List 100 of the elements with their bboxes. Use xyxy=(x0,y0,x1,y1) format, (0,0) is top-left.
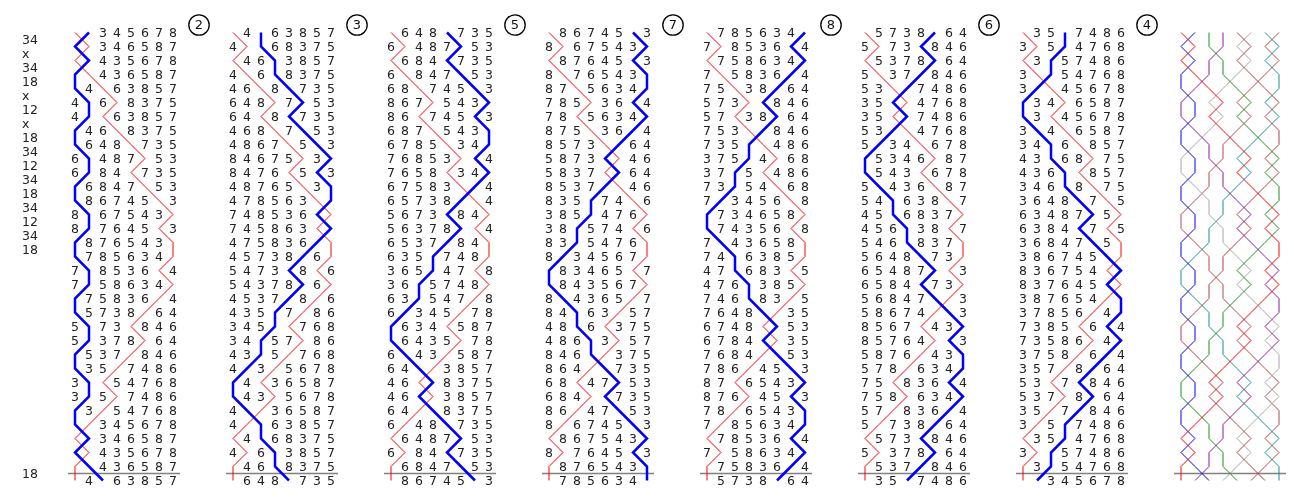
change-row-text: 4 5 3 7 8 6 xyxy=(228,292,336,304)
change-row-text: 3 8 5 4 7 6 xyxy=(544,208,638,220)
change-row-text: 7 6 8 5 3 4 xyxy=(386,152,494,164)
change-row-text: 6 8 4 7 5 3 xyxy=(84,180,178,192)
change-row-text: 6 7 8 5 3 4 xyxy=(386,138,480,150)
change-row-text: 7 5 3 8 6 4 xyxy=(702,82,810,94)
change-row-text: 3 5 4 7 6 8 xyxy=(70,376,178,388)
change-row-text: 8 3 4 6 5 7 xyxy=(558,264,652,276)
change-row-text: 8 4 3 6 5 7 xyxy=(544,292,652,304)
change-row-text: 8 3 4 5 6 7 xyxy=(544,250,638,262)
change-row-text: 4 6 3 8 5 7 xyxy=(228,446,336,458)
place-notation-label: 34 xyxy=(22,145,38,158)
change-row-text: 5 3 7 8 4 6 xyxy=(874,460,968,472)
change-row-text: 3 6 4 8 7 5 xyxy=(1018,194,1126,206)
change-row-text: 6 3 4 5 8 7 xyxy=(400,320,494,332)
change-row-text: 8 4 6 3 7 5 xyxy=(544,348,652,360)
change-row-text: 7 4 8 5 3 6 xyxy=(228,208,308,220)
change-row-text: 3 6 8 4 7 5 xyxy=(1018,236,1112,248)
change-row-text: 7 4 6 8 3 5 xyxy=(702,292,810,304)
change-row-text: 6 3 4 8 7 5 xyxy=(1018,208,1112,220)
change-row-text: 7 8 5 3 6 4 xyxy=(544,96,652,108)
change-row-text: 7 8 5 6 3 4 xyxy=(716,26,796,38)
change-row-text: 7 8 5 6 3 4 xyxy=(544,110,638,122)
change-row-text: 4 6 3 8 5 7 xyxy=(228,418,336,430)
change-row-text: 3 4 6 8 7 5 xyxy=(1018,180,1126,192)
change-row-text: 5 3 4 6 8 7 xyxy=(874,152,968,164)
change-row-text: 6 4 8 7 3 5 xyxy=(386,418,494,430)
change-row-text: 8 6 7 4 5 3 xyxy=(544,418,652,430)
change-row-text: 8 7 6 5 4 3 xyxy=(558,460,638,472)
place-notation-label: 34 xyxy=(22,229,38,242)
change-row-text: 6 4 8 7 3 5 xyxy=(228,110,336,122)
change-row-text: 4 7 6 3 8 5 xyxy=(702,278,796,290)
change-row-text: 4 3 5 6 7 8 xyxy=(228,362,336,374)
change-row-text: 6 8 4 7 5 3 xyxy=(400,460,494,472)
change-row-text: 8 3 5 7 4 6 xyxy=(544,194,652,206)
change-row-text: 3 8 6 7 4 5 xyxy=(1018,250,1098,262)
change-row-text: 5 4 7 3 8 6 xyxy=(228,264,336,276)
change-row-text: 6 7 4 8 5 3 xyxy=(702,320,810,332)
change-row-text: 7 6 5 8 3 4 xyxy=(386,166,480,178)
change-row-text: 7 8 6 4 5 3 xyxy=(702,362,810,374)
change-row-text: 7 3 5 4 8 6 xyxy=(702,138,810,150)
change-row-text: 5 4 3 7 8 6 xyxy=(228,278,322,290)
change-row-text: 7 8 6 5 4 3 xyxy=(702,404,796,416)
change-row-text: 8 7 6 5 4 3 xyxy=(702,376,796,388)
circled-number: 4 xyxy=(1136,14,1158,36)
change-row-text: 7 8 5 3 6 4 xyxy=(716,432,810,444)
change-row-text: 5 4 3 6 8 7 xyxy=(860,180,968,192)
change-row-text: 5 4 6 8 3 7 xyxy=(860,236,954,248)
change-row-text: 6 5 4 8 7 3 xyxy=(860,264,968,276)
change-row-text: 6 4 8 7 5 3 xyxy=(70,152,178,164)
change-row-text: 8 5 7 3 6 4 xyxy=(544,138,652,150)
change-row-text: 7 5 8 6 3 4 xyxy=(70,278,164,290)
change-row-text: 7 5 8 3 6 4 xyxy=(702,68,810,80)
change-row-text: 5 8 7 6 4 3 xyxy=(860,348,954,360)
change-row-text: 4 6 8 7 5 3 xyxy=(228,124,336,136)
change-row-text: 3 8 7 6 5 4 xyxy=(1018,292,1098,304)
change-row-text: 7 5 8 6 3 4 xyxy=(716,54,796,66)
circled-number: 2 xyxy=(188,14,210,36)
change-row-text: 7 8 5 6 3 4 xyxy=(702,418,796,430)
change-row-text: 4 6 8 3 7 5 xyxy=(84,124,178,136)
change-row-text: 5 3 7 8 4 6 xyxy=(84,348,178,360)
change-row-text: 6 4 8 7 5 3 xyxy=(386,40,494,52)
change-row-text: 5 7 8 6 3 4 xyxy=(860,362,954,374)
change-row-text: 4 5 7 3 8 6 xyxy=(228,250,322,262)
change-row-text: 4 3 5 7 6 8 xyxy=(228,348,336,360)
place-notation-label: 34 xyxy=(22,173,38,186)
change-row-text: 7 5 8 3 6 4 xyxy=(860,376,968,388)
change-row-text: 6 5 8 4 7 3 xyxy=(860,278,954,290)
change-row-text: 4 6 3 8 5 7 xyxy=(70,110,178,122)
place-notation-label: 12 xyxy=(22,215,38,228)
change-row-text: 6 7 5 8 3 4 xyxy=(386,180,494,192)
change-row-text: 4 6 3 8 5 7 xyxy=(84,474,178,486)
change-row-text: 8 6 7 4 5 3 xyxy=(84,194,178,206)
change-row-text: 7 8 5 3 6 4 xyxy=(702,40,810,52)
change-row-text: 7 3 5 8 6 4 xyxy=(1018,334,1112,346)
change-row-text: 3 4 5 6 7 8 xyxy=(1032,110,1126,122)
circled-number: 3 xyxy=(346,14,368,36)
change-row-text: 4 3 5 6 7 8 xyxy=(98,446,178,458)
change-row-text: 5 7 3 8 6 4 xyxy=(716,474,810,486)
change-row-text: 4 3 5 6 7 8 xyxy=(98,54,178,66)
change-row-text: 7 8 5 3 6 4 xyxy=(70,264,178,276)
change-row-text: 4 6 8 3 7 5 xyxy=(386,376,494,388)
change-row-text: 5 7 3 8 4 6 xyxy=(702,96,810,108)
change-row-text: 6 8 4 7 3 5 xyxy=(386,446,494,458)
change-row-text: 6 4 8 7 5 3 xyxy=(228,96,336,108)
change-row-text: 3 5 7 4 8 6 xyxy=(874,474,968,486)
change-row-text: 4 3 5 6 7 8 xyxy=(242,390,336,402)
change-row-text: 8 6 7 4 5 3 xyxy=(400,474,494,486)
circled-number: 6 xyxy=(978,14,1000,36)
change-row-text: 3 5 7 8 6 4 xyxy=(1018,362,1126,374)
change-row-text: 8 3 6 7 5 4 xyxy=(1018,264,1098,276)
change-row-text: 3 5 7 4 8 6 xyxy=(84,362,178,374)
change-row-text: 8 7 6 4 5 3 xyxy=(70,222,178,234)
change-row-text: 7 5 3 8 4 6 xyxy=(702,124,810,136)
change-row-text: 8 4 7 6 5 3 xyxy=(228,166,336,178)
change-row-text: 3 7 5 4 8 6 xyxy=(702,166,810,178)
change-row-text: 4 8 7 6 5 3 xyxy=(228,180,322,192)
change-row-text: 4 7 8 5 6 3 xyxy=(228,194,308,206)
change-row-text: 6 8 4 7 3 5 xyxy=(544,390,652,402)
change-row-text: 5 3 7 8 6 4 xyxy=(874,54,968,66)
